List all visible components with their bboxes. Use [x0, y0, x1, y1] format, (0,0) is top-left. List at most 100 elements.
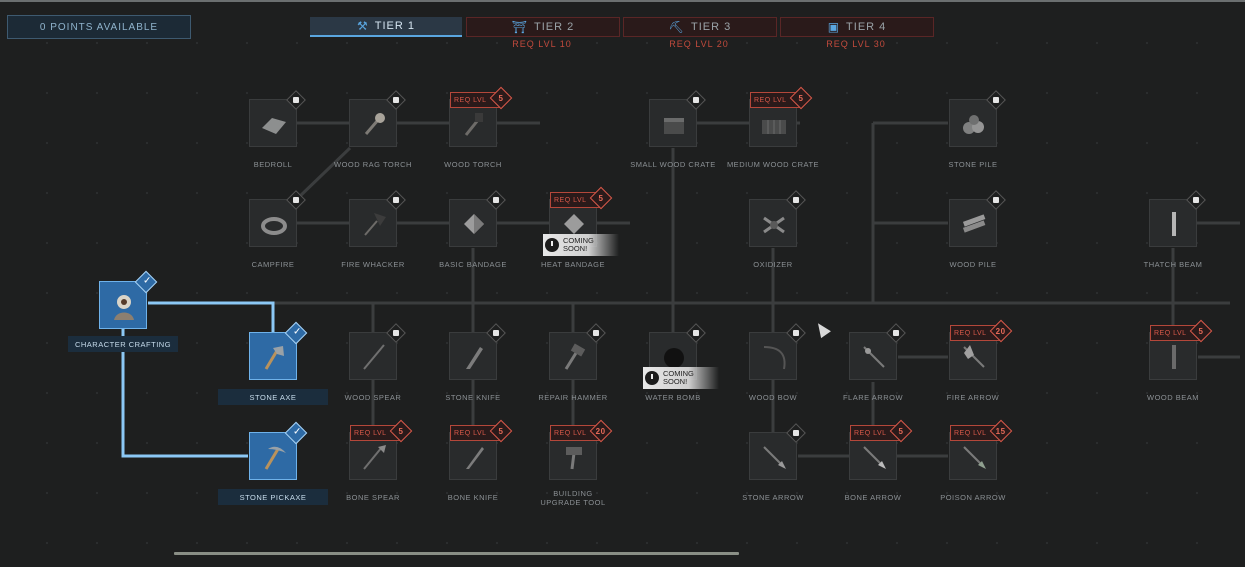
node-label: HEAT BANDAGE: [540, 260, 606, 269]
node-wood-spear[interactable]: [349, 323, 406, 380]
tab-tier-4[interactable]: ▣ TIER 4: [780, 17, 934, 37]
coming-soon-banner: COMING SOON!: [643, 367, 719, 389]
req-text: REQ LVL: [1154, 329, 1187, 337]
node-label: WATER BOMB: [645, 393, 701, 402]
torch-icon: [364, 113, 385, 135]
req-text: REQ LVL: [454, 429, 487, 437]
node-character-crafting[interactable]: [99, 270, 158, 329]
node-label: BONE ARROW: [844, 493, 902, 502]
node-label: REPAIR HAMMER: [538, 393, 608, 402]
axe-icon: [264, 346, 284, 370]
logs-icon: [962, 214, 986, 233]
node-fire-whacker[interactable]: [349, 190, 406, 247]
oxidizer-icon: [763, 216, 785, 234]
req-text: REQ LVL: [954, 329, 987, 337]
node-campfire[interactable]: [249, 190, 306, 247]
spear-icon: [363, 445, 386, 470]
arrow-icon: [863, 446, 886, 469]
clock-icon: [545, 238, 559, 252]
bedroll-icon: [262, 118, 286, 134]
knife-icon: [466, 347, 483, 369]
tab-tier-2[interactable]: ⛩ TIER 2: [466, 17, 620, 37]
req-text: REQ LVL: [554, 429, 587, 437]
node-label: FIRE WHACKER: [341, 260, 405, 269]
arrow-icon: [963, 446, 986, 469]
node-label: WOOD TORCH: [444, 160, 502, 169]
tab-tier-2-requirement: REQ LVL 10: [512, 39, 572, 49]
node-wood-rag-torch[interactable]: [349, 90, 406, 147]
arrow-icon: [963, 345, 985, 368]
node-label: BONE SPEAR: [346, 493, 400, 502]
crate-icon: [762, 120, 786, 134]
tab-label: TIER 2: [534, 21, 575, 33]
gate-icon: ⛩: [511, 20, 528, 34]
tab-tier-3-requirement: REQ LVL 20: [669, 39, 729, 49]
node-label: BUILDING UPGRADE TOOL: [540, 489, 606, 507]
horizontal-scrollbar[interactable]: [174, 552, 739, 555]
node-label: WOOD SPEAR: [344, 393, 402, 402]
beam-icon: [1172, 345, 1176, 369]
node-label: STONE KNIFE: [445, 393, 501, 402]
node-repair-hammer[interactable]: [549, 323, 606, 380]
req-text: REQ LVL: [954, 429, 987, 437]
node-basic-bandage[interactable]: [449, 190, 506, 247]
node-thatch-beam[interactable]: [1149, 190, 1206, 247]
node-stone-arrow[interactable]: [749, 423, 806, 480]
points-available: 0 POINTS AVAILABLE: [7, 15, 191, 39]
tab-tier-1[interactable]: ⚒ TIER 1: [310, 17, 462, 37]
node-oxidizer[interactable]: [749, 190, 806, 247]
axe-icon: ⚒: [357, 19, 369, 33]
req-text: REQ LVL: [854, 429, 887, 437]
node-label: SMALL WOOD CRATE: [630, 160, 716, 169]
node-label: FLARE ARROW: [842, 393, 904, 402]
req-text: REQ LVL: [554, 196, 587, 204]
torch-icon: [464, 113, 483, 136]
node-wood-bow[interactable]: [749, 323, 806, 380]
whacker-icon: [364, 213, 386, 236]
node-label: STONE PICKAXE: [218, 489, 328, 505]
arrow-icon: [863, 346, 885, 368]
node-stone-pile[interactable]: [949, 90, 1006, 147]
node-wood-pile[interactable]: [949, 190, 1006, 247]
bomb-icon: [664, 348, 684, 368]
node-label: WOOD BEAM: [1146, 393, 1199, 402]
case-icon: ▣: [827, 20, 841, 34]
node-stone-pickaxe[interactable]: [249, 421, 308, 480]
node-stone-axe[interactable]: [249, 321, 308, 380]
node-label: BONE KNIFE: [447, 493, 499, 502]
stones-icon: [963, 115, 984, 134]
node-label: FIRE ARROW: [946, 393, 1000, 402]
node-label: STONE PILE: [948, 160, 998, 169]
node-bedroll[interactable]: [249, 90, 306, 147]
build-icon: ⛏: [668, 20, 685, 34]
beam-icon: [1172, 212, 1176, 236]
node-stone-knife[interactable]: [449, 323, 506, 380]
node-label: CAMPFIRE: [251, 260, 295, 269]
spear-icon: [363, 344, 385, 370]
bow-icon: [763, 346, 786, 370]
node-label: STONE AXE: [218, 389, 328, 405]
bandage-icon: [464, 214, 484, 234]
node-small-wood-crate[interactable]: [649, 90, 706, 147]
node-flare-arrow[interactable]: [849, 323, 906, 380]
req-text: REQ LVL: [454, 96, 487, 104]
node-label: BASIC BANDAGE: [439, 260, 507, 269]
req-text: REQ LVL: [354, 429, 387, 437]
tab-tier-3[interactable]: ⛏ TIER 3: [623, 17, 777, 37]
node-label: BEDROLL: [253, 160, 293, 169]
